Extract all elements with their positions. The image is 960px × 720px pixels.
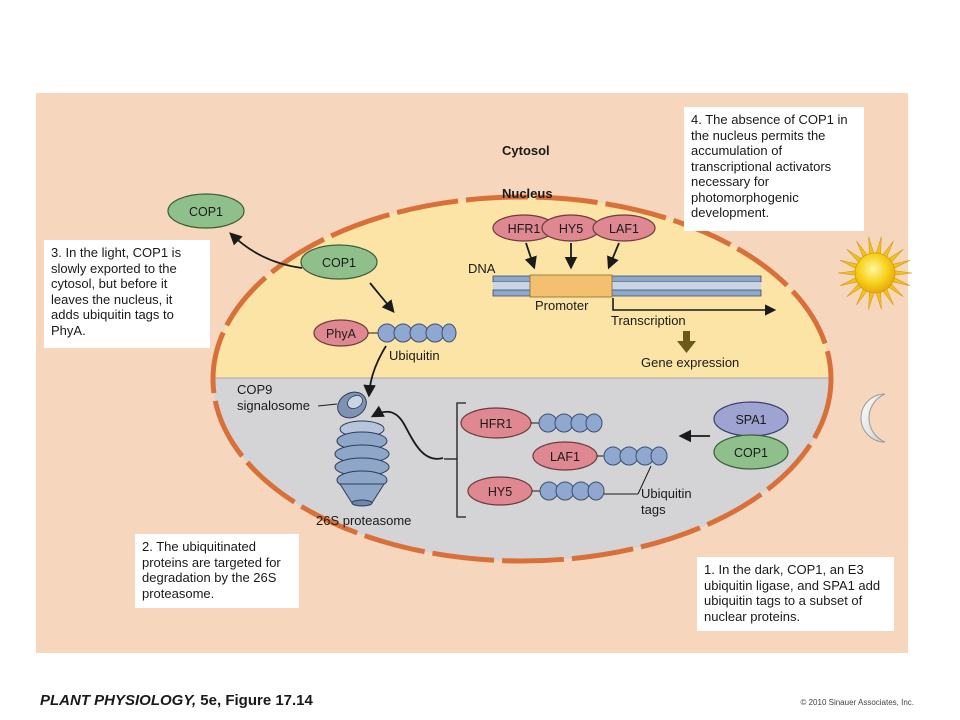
callout-step3: 3. In the light, COP1 is slowly exported… <box>44 240 210 348</box>
svg-text:COP1: COP1 <box>189 205 223 219</box>
svg-text:COP1: COP1 <box>734 446 768 460</box>
moon-icon <box>860 393 886 443</box>
cop1-to-phya-arrow <box>369 282 395 313</box>
ubiquitin-tags-label-line2: tags <box>641 502 666 517</box>
svg-text:HFR1: HFR1 <box>480 417 513 431</box>
activator-hy5-top: HY5 <box>541 214 601 242</box>
nucleus-label: Nucleus <box>502 186 553 201</box>
arrow-laf1-to-promoter <box>607 242 620 270</box>
export-arrow <box>229 232 303 269</box>
cop9-label-line1: COP9 <box>237 382 272 397</box>
transcription-label: Transcription <box>611 313 686 328</box>
gene-expression-arrow <box>677 331 696 353</box>
svg-text:LAF1: LAF1 <box>609 222 639 236</box>
phya-to-proteasome-arrow <box>363 345 387 398</box>
activator-hfr1-top: HFR1 <box>492 214 556 242</box>
nuclear-envelope <box>210 194 834 564</box>
phya-ubiquitin-chain <box>368 323 457 343</box>
svg-text:PhyA: PhyA <box>326 327 357 341</box>
svg-text:HY5: HY5 <box>488 485 512 499</box>
arrow-hfr1-to-promoter <box>524 242 537 270</box>
svg-text:SPA1: SPA1 <box>735 413 766 427</box>
callout-step2: 2. The ubiquitinated proteins are target… <box>135 534 299 608</box>
dna-label: DNA <box>468 261 496 276</box>
cop1-nucleus: COP1 <box>300 244 378 280</box>
promoter-region <box>529 274 613 298</box>
hy5-ubiquitin-chain <box>532 481 605 501</box>
gene-expression-label: Gene expression <box>641 355 739 370</box>
cop1-cytosol: COP1 <box>167 193 245 229</box>
transcription-arrow <box>612 298 777 316</box>
ubiquitin-tags-label-line1: Ubiquitin <box>641 486 692 501</box>
group-to-proteasome-arrow <box>370 405 444 460</box>
svg-text:HY5: HY5 <box>559 222 583 236</box>
sun-icon <box>837 236 913 310</box>
activator-hy5-bottom: HY5 <box>467 476 533 506</box>
cop1-dark: COP1 <box>713 434 789 470</box>
svg-text:HFR1: HFR1 <box>508 222 541 236</box>
activator-laf1-top: LAF1 <box>592 214 656 242</box>
caption-title: PLANT PHYSIOLOGY, <box>40 692 197 709</box>
laf1-ubiquitin-chain <box>597 446 668 466</box>
cytosol-label: Cytosol <box>502 143 550 158</box>
cop9-leader <box>317 403 338 407</box>
cop9-label-line2: signalosome <box>237 398 310 413</box>
protein-group-bracket <box>456 402 466 518</box>
hfr1-ubiquitin-chain <box>531 413 603 433</box>
ubiquitin-label: Ubiquitin <box>389 348 440 363</box>
proteasome-icon <box>334 420 390 507</box>
spa1-protein: SPA1 <box>713 401 789 437</box>
callout-step4: 4. The absence of COP1 in the nucleus pe… <box>684 107 864 231</box>
activator-hfr1-bottom: HFR1 <box>460 407 532 439</box>
copyright-notice: © 2010 Sinauer Associates, Inc. <box>800 698 914 707</box>
callout-step1: 1. In the dark, COP1, an E3 ubiquitin li… <box>697 557 894 631</box>
dna-strand <box>492 275 762 297</box>
cop9-signalosome-icon <box>337 391 367 419</box>
svg-text:COP1: COP1 <box>322 256 356 270</box>
figure-caption: PLANT PHYSIOLOGY, 5e, Figure 17.14 <box>40 692 313 709</box>
svg-text:LAF1: LAF1 <box>550 450 580 464</box>
caption-figure: 5e, Figure 17.14 <box>196 692 313 709</box>
proteasome-label: 26S proteasome <box>316 513 411 528</box>
promoter-label: Promoter <box>535 298 589 313</box>
phya-protein: PhyA <box>313 319 369 347</box>
activator-laf1-bottom: LAF1 <box>532 441 598 471</box>
ubiquitin-tags-leader-2 <box>637 465 652 495</box>
